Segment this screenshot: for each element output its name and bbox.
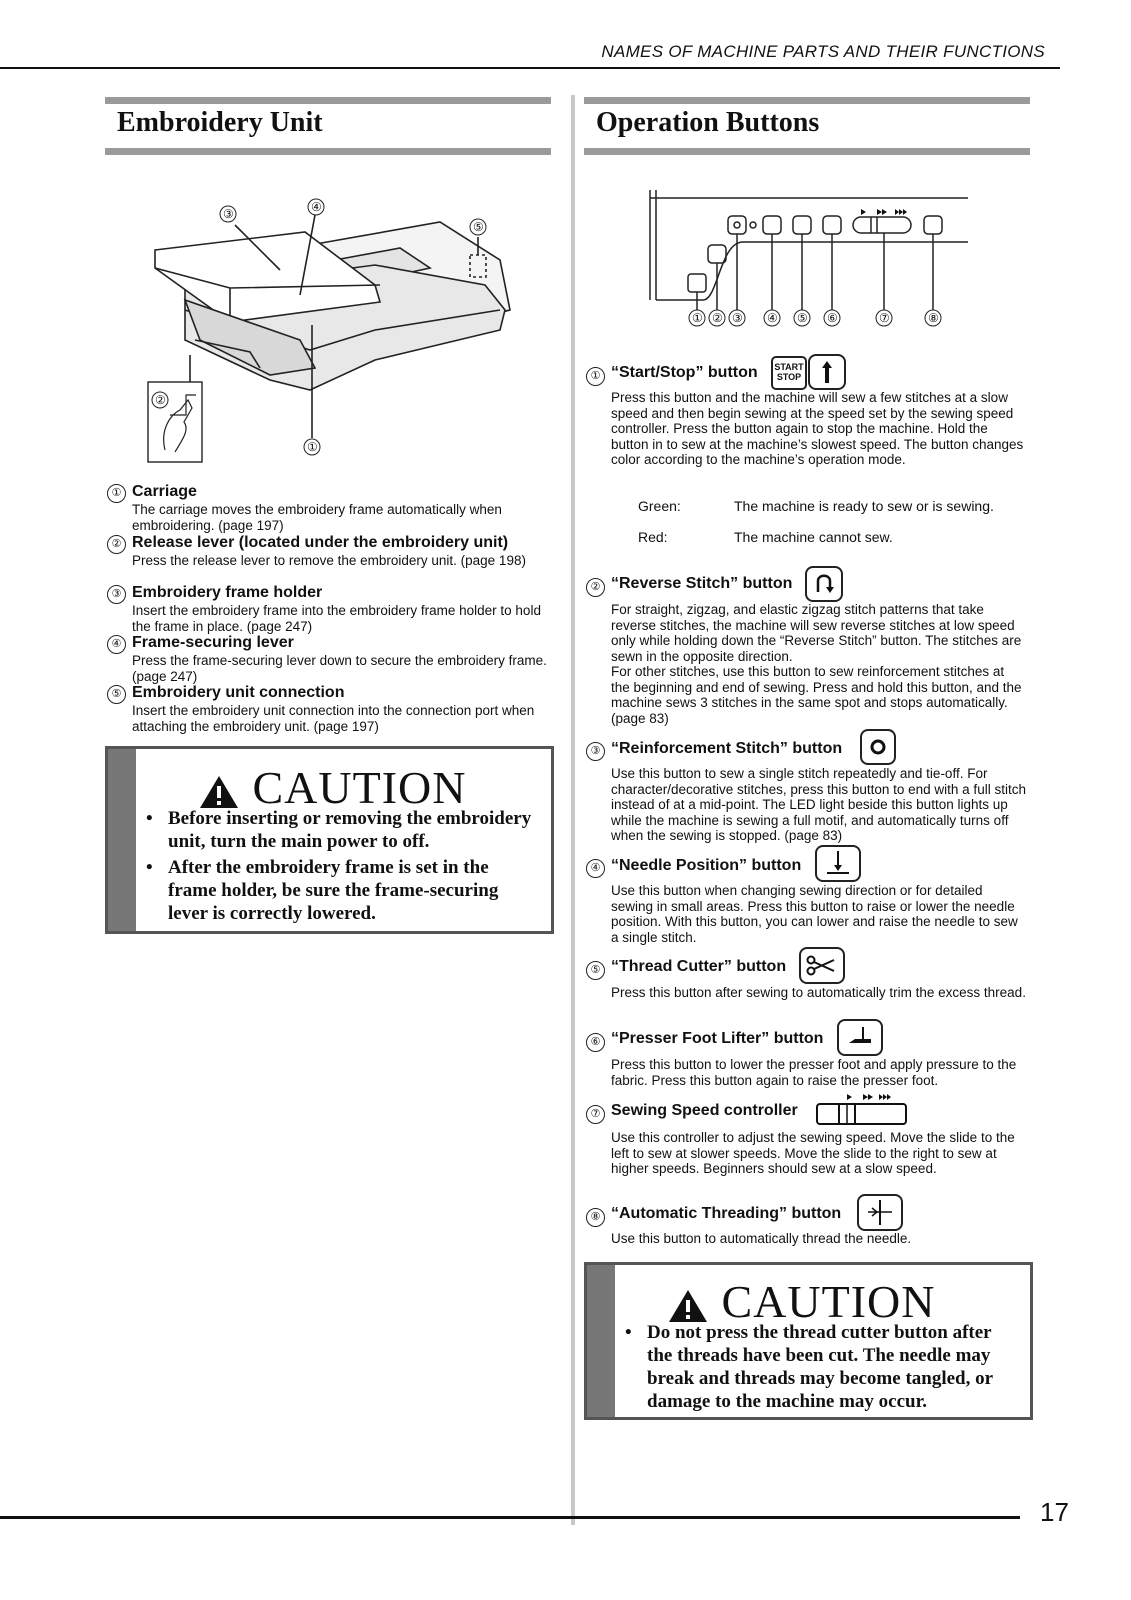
- button-desc-automatic-threading: Use this button to automatically thread …: [611, 1231, 912, 1246]
- panel-callout-2: ②: [712, 311, 723, 325]
- column-divider: [571, 95, 575, 1525]
- part-desc-frame-holder: Insert the embroidery frame into the emb…: [132, 603, 541, 634]
- item-number: ⑧: [586, 1208, 605, 1227]
- item-number: ②: [586, 578, 605, 597]
- part-title-frame-securing-lever: Frame-securing lever: [132, 634, 294, 651]
- item-number: ①: [107, 484, 126, 503]
- item-number: ⑦: [586, 1105, 605, 1124]
- caution-heading: CAUTION: [667, 1275, 935, 1328]
- caution-point: Before inserting or removing the embroid…: [140, 807, 540, 853]
- caution-sidebar: [108, 749, 136, 931]
- color-desc-green: The machine is ready to sew or is sewing…: [734, 498, 994, 514]
- button-desc-thread-cutter: Press this button after sewing to automa…: [611, 985, 1026, 1000]
- part-title-frame-holder: Embroidery frame holder: [132, 584, 323, 601]
- panel-callout-1: ①: [692, 311, 703, 325]
- automatic-threading-icon: [857, 1194, 903, 1231]
- panel-callout-8: ⑧: [928, 311, 939, 325]
- button-desc-reverse-stitch: For straight, zigzag, and elastic zigzag…: [611, 602, 1022, 726]
- footer-rule: [0, 1516, 1020, 1519]
- button-title-needle-position: “Needle Position” button: [611, 857, 802, 874]
- item-number: ③: [586, 742, 605, 761]
- caution-points: Before inserting or removing the embroid…: [140, 807, 540, 928]
- speed-slider-icon: [816, 1094, 907, 1125]
- button-desc-sewing-speed-controller: Use this controller to adjust the sewing…: [611, 1130, 1015, 1176]
- section-title: Embroidery Unit: [117, 107, 323, 138]
- button-title-reverse-stitch: “Reverse Stitch” button: [611, 575, 793, 592]
- panel-callout-4: ④: [767, 311, 778, 325]
- item-number: ④: [107, 635, 126, 654]
- button-title-thread-cutter: “Thread Cutter” button: [611, 958, 787, 975]
- caution-point: After the embroidery frame is set in the…: [140, 856, 540, 925]
- button-title-reinforcement-stitch: “Reinforcement Stitch” button: [611, 740, 843, 757]
- color-label-green: Green:: [638, 498, 681, 514]
- button-desc-needle-position: Use this button when changing sewing dir…: [611, 883, 1018, 945]
- caution-box-thread-cutter: CAUTION Do not press the thread cutter b…: [584, 1262, 1033, 1420]
- button-title-start-stop: “Start/Stop” button: [611, 364, 758, 381]
- panel-callout-5: ⑤: [797, 311, 808, 325]
- color-label-red: Red:: [638, 529, 668, 545]
- item-number: ②: [107, 535, 126, 554]
- part-title-carriage: Carriage: [132, 483, 197, 500]
- start-stop-icon-label: START STOP: [774, 362, 804, 382]
- item-number: ①: [586, 367, 605, 386]
- caution-title: CAUTION: [252, 762, 467, 813]
- panel-callout-6: ⑥: [827, 311, 838, 325]
- header-rule: [0, 67, 1060, 69]
- section-title: Operation Buttons: [596, 107, 820, 138]
- callout-2: ②: [155, 393, 166, 407]
- control-panel-illustration: ① ② ③ ④ ⑤ ⑥ ⑦ ⑧: [649, 190, 968, 327]
- button-title-sewing-speed-controller: Sewing Speed controller: [611, 1102, 798, 1119]
- presser-foot-icon: [837, 1019, 883, 1056]
- reinforcement-stitch-icon: [860, 729, 896, 765]
- warning-triangle-icon: [669, 1290, 707, 1323]
- panel-callout-7: ⑦: [879, 311, 890, 325]
- caution-title: CAUTION: [721, 1276, 936, 1327]
- part-desc-carriage: The carriage moves the embroidery frame …: [132, 502, 502, 533]
- button-desc-start-stop: Press this button and the machine will s…: [611, 390, 1024, 467]
- callout-1: ①: [307, 440, 318, 454]
- scissors-icon: [799, 947, 845, 984]
- item-number: ⑤: [586, 961, 605, 980]
- part-title-unit-connection: Embroidery unit connection: [132, 684, 345, 701]
- embroidery-unit-illustration: ③ ④ ⑤ ① ②: [147, 198, 511, 463]
- needle-position-icon: [815, 845, 861, 882]
- warning-triangle-icon: [200, 776, 238, 809]
- section-heading-embroidery-unit: Embroidery Unit: [105, 97, 551, 155]
- caution-point: Do not press the thread cutter button af…: [619, 1321, 1021, 1413]
- part-title-release-lever: Release lever (located under the embroid…: [132, 534, 509, 551]
- callout-5: ⑤: [473, 220, 484, 234]
- button-title-automatic-threading: “Automatic Threading” button: [611, 1205, 842, 1222]
- item-number: ⑥: [586, 1033, 605, 1052]
- caution-sidebar: [587, 1265, 615, 1417]
- item-number: ⑤: [107, 685, 126, 704]
- needle-up-icon: [808, 354, 846, 390]
- part-desc-frame-securing-lever: Press the frame-securing lever down to s…: [132, 653, 547, 684]
- button-desc-presser-foot-lifter: Press this button to lower the presser f…: [611, 1057, 1017, 1088]
- caution-box-embroidery: CAUTION Before inserting or removing the…: [105, 746, 554, 934]
- reverse-stitch-icon: [805, 566, 843, 602]
- part-desc-release-lever: Press the release lever to remove the em…: [132, 553, 526, 568]
- button-title-presser-foot-lifter: “Presser Foot Lifter” button: [611, 1030, 824, 1047]
- panel-callout-3: ③: [732, 311, 743, 325]
- item-number: ③: [107, 585, 126, 604]
- color-desc-red: The machine cannot sew.: [734, 529, 893, 545]
- page-number: 17: [1040, 1497, 1069, 1527]
- start-stop-icon: START STOP: [771, 356, 807, 390]
- caution-points: Do not press the thread cutter button af…: [619, 1321, 1021, 1416]
- item-number: ④: [586, 859, 605, 878]
- section-heading-operation-buttons: Operation Buttons: [584, 97, 1030, 155]
- part-desc-unit-connection: Insert the embroidery unit connection in…: [132, 703, 535, 734]
- callout-3: ③: [223, 207, 234, 221]
- callout-4: ④: [311, 200, 322, 214]
- running-header: NAMES OF MACHINE PARTS AND THEIR FUNCTIO…: [601, 42, 1045, 61]
- button-desc-reinforcement-stitch: Use this button to sew a single stitch r…: [611, 766, 1026, 843]
- caution-heading: CAUTION: [198, 761, 466, 814]
